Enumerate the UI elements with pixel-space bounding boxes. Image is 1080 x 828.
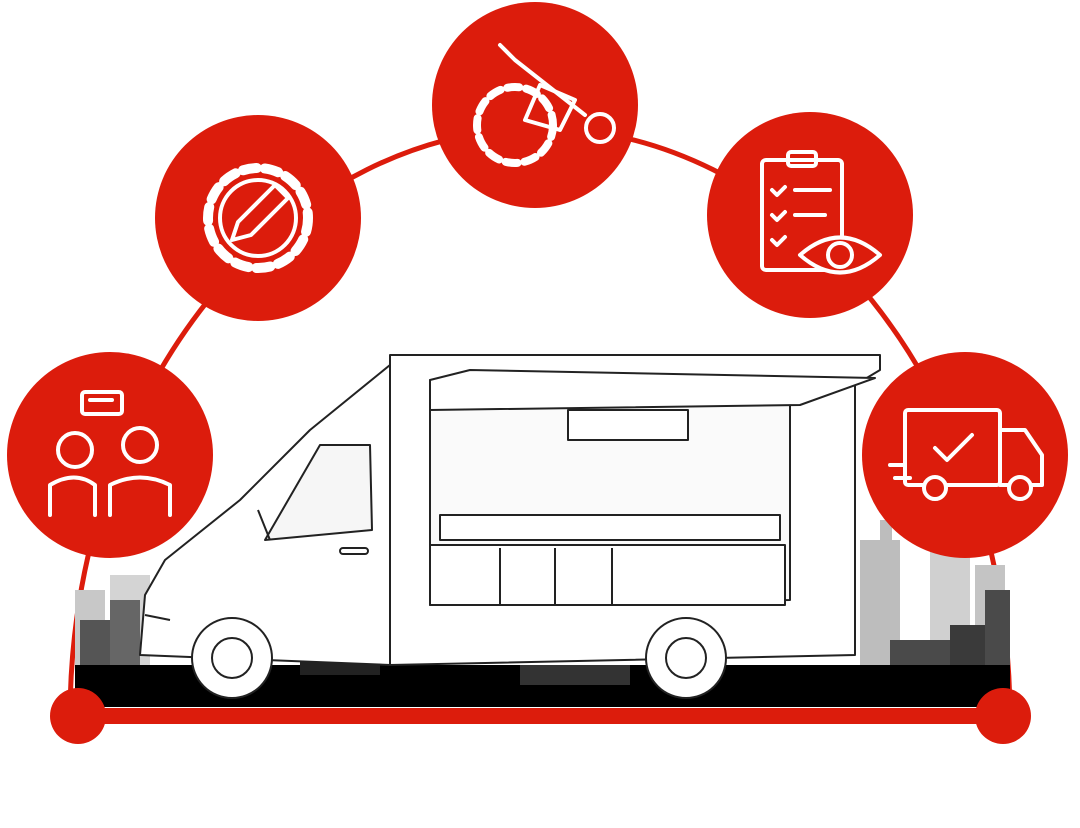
step-build [432,2,638,208]
base-endpoint-left [50,688,106,744]
step-consultation [7,352,213,558]
base-line [75,708,1005,724]
gear-pencil-design-icon [203,163,313,273]
consultation-people-icon [48,390,172,517]
base-endpoint-right [975,688,1031,744]
step-inspection [707,112,913,318]
step-design [155,115,361,321]
step-delivery [862,352,1068,558]
clipboard-checklist-eye-inspection-icon [760,150,882,275]
wrench-hand-gear-build-icon [473,43,616,167]
delivery-truck-check-icon [888,408,1044,501]
city-skyline [75,520,1010,707]
food-truck-van-icon [139,354,881,699]
